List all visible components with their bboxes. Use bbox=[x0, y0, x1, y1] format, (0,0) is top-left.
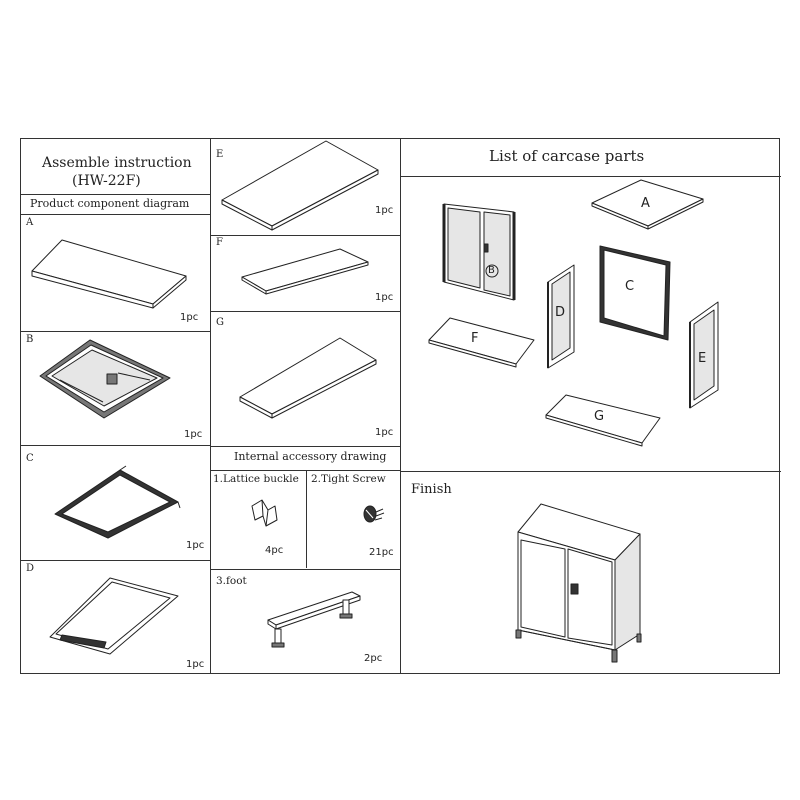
divider-c bbox=[21, 560, 210, 561]
instruction-sheet bbox=[20, 138, 781, 674]
divider-accessory-row bbox=[210, 569, 400, 570]
part-g-qty: 1pc bbox=[375, 427, 394, 438]
part-b-qty: 1pc bbox=[184, 429, 203, 440]
accessory-3-qty: 2pc bbox=[364, 653, 383, 664]
part-e-letter: E bbox=[216, 149, 224, 160]
divider-accessory bbox=[306, 470, 307, 568]
accessory-1-label: 1.Lattice buckle bbox=[213, 473, 299, 485]
part-a-letter: A bbox=[26, 217, 34, 228]
divider-finish bbox=[400, 471, 781, 472]
divider-g bbox=[210, 446, 400, 447]
divider-e bbox=[210, 235, 400, 236]
divider-component bbox=[21, 214, 210, 215]
carcase-label-b: B bbox=[488, 265, 495, 276]
divider-f bbox=[210, 311, 400, 312]
divider-carcase-head bbox=[400, 176, 781, 177]
carcase-label-a: A bbox=[641, 196, 650, 211]
part-f-qty: 1pc bbox=[375, 292, 394, 303]
carcase-label-f: F bbox=[471, 331, 479, 346]
accessory-heading: Internal accessory drawing bbox=[234, 450, 387, 463]
divider-col1 bbox=[210, 139, 211, 673]
accessory-1-qty: 4pc bbox=[265, 545, 284, 556]
part-d-letter: D bbox=[26, 563, 35, 574]
finish-heading: Finish bbox=[411, 482, 452, 497]
part-b-letter: B bbox=[26, 334, 34, 345]
part-c-qty: 1pc bbox=[186, 540, 205, 551]
title-line2: (HW-22F) bbox=[72, 173, 141, 189]
title-line1: Assemble instruction bbox=[42, 155, 192, 171]
carcase-label-e: E bbox=[698, 351, 707, 366]
divider-b bbox=[21, 445, 210, 446]
divider-title bbox=[21, 194, 210, 195]
carcase-label-g: G bbox=[594, 409, 605, 424]
divider-col2 bbox=[400, 139, 401, 673]
divider-accessory-head bbox=[210, 470, 400, 471]
accessory-2-qty: 21pc bbox=[369, 547, 394, 558]
accessory-3-label: 3.foot bbox=[216, 575, 247, 587]
divider-a bbox=[21, 331, 210, 332]
part-e-qty: 1pc bbox=[375, 205, 394, 216]
part-g-letter: G bbox=[216, 317, 224, 328]
part-d-qty: 1pc bbox=[186, 659, 205, 670]
part-a-qty: 1pc bbox=[180, 312, 199, 323]
carcase-heading: List of carcase parts bbox=[489, 147, 645, 165]
component-heading: Product component diagram bbox=[30, 197, 190, 210]
part-c-letter: C bbox=[26, 453, 34, 464]
part-f-letter: F bbox=[216, 237, 223, 248]
accessory-2-label: 2.Tight Screw bbox=[311, 473, 386, 485]
carcase-label-c: C bbox=[625, 279, 635, 294]
carcase-label-d: D bbox=[555, 305, 566, 320]
